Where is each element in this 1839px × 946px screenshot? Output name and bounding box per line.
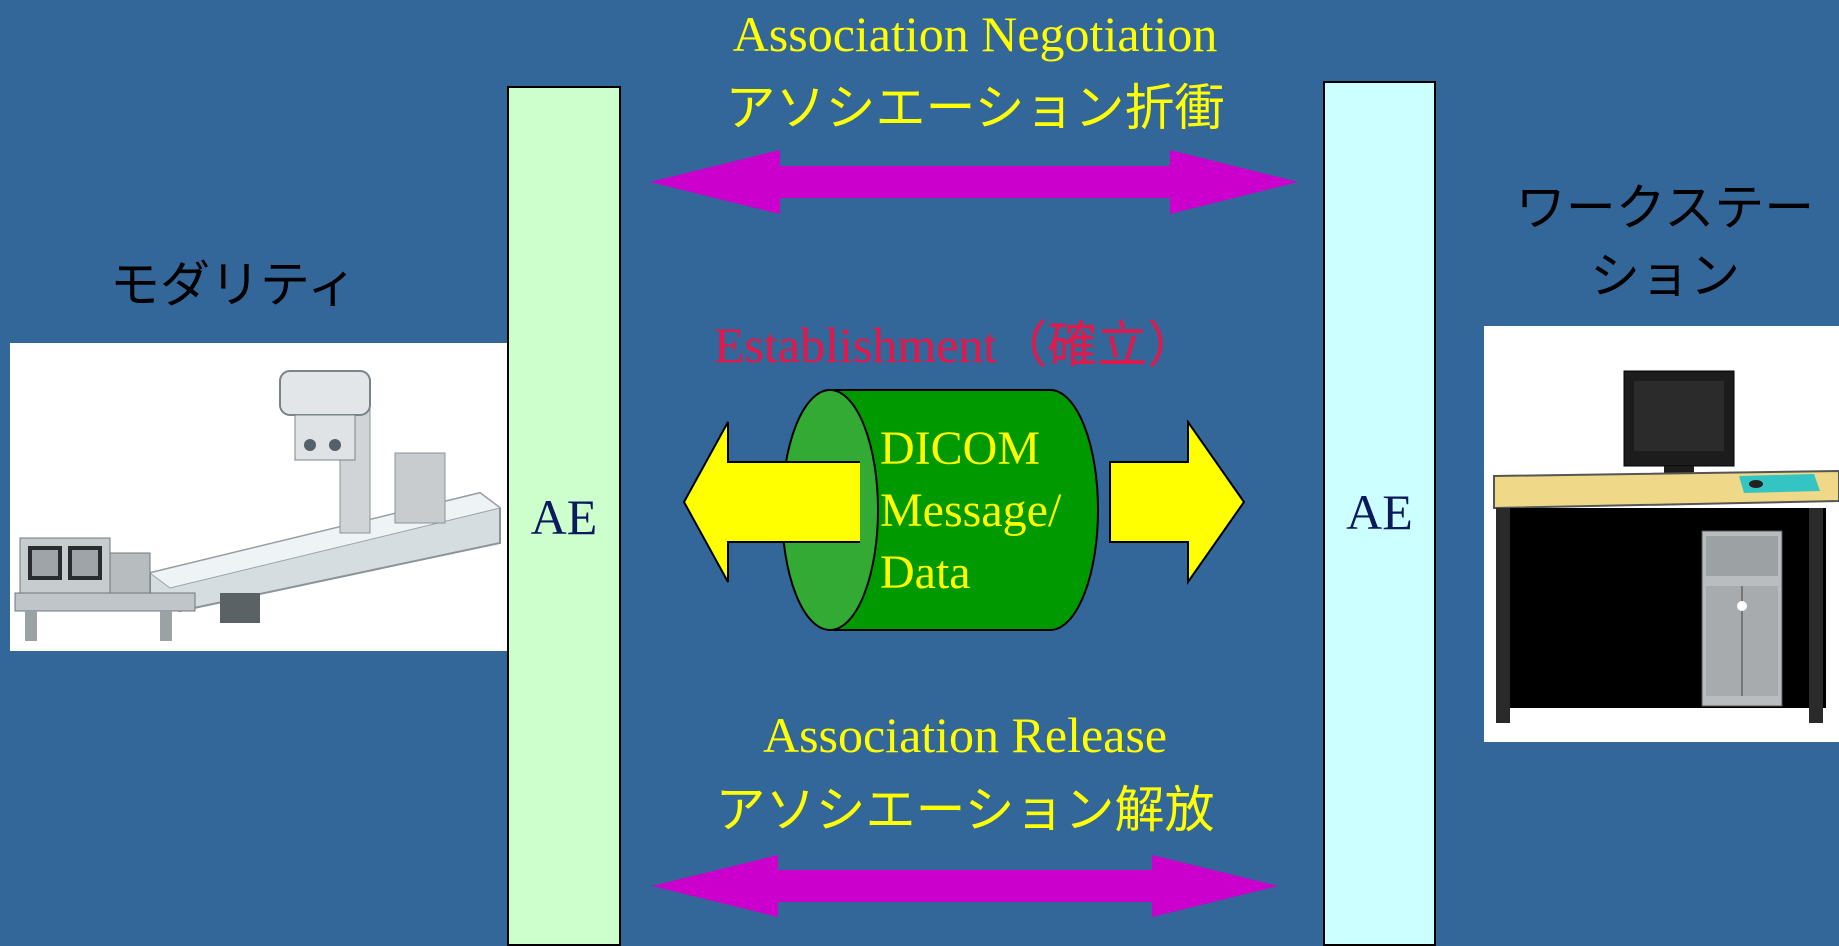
release-title-en: Association Release (762, 707, 1168, 763)
establishment-label: Establishment（確立） (714, 317, 1198, 373)
dicom-line2: Message/ (880, 484, 1062, 537)
negotiation-title-en: Association Negotiation (732, 6, 1218, 62)
release-double-arrow (652, 855, 1278, 917)
ae-right-label: AE (1346, 484, 1413, 540)
modality-label: モダリティ (110, 256, 357, 314)
dicom-line3: Data (880, 546, 971, 599)
workstation-label-line2: ション (1590, 247, 1740, 305)
ae-left-label: AE (530, 489, 598, 545)
workstation-label-line1: ワークステー (1515, 179, 1815, 237)
workstation-label: ワークステー ション (1500, 168, 1830, 308)
release-title-jp: アソシエーション解放 (715, 781, 1215, 839)
ae-left-bar: AE (507, 86, 621, 946)
arrow-shaft-overlap (780, 462, 860, 542)
ae-right-bar: AE (1323, 81, 1436, 946)
outbound-block-arrow (1109, 420, 1246, 585)
dicom-line1: DICOM (880, 422, 1041, 475)
workstation-image (1484, 326, 1839, 742)
computer-desk-icon (1484, 326, 1839, 742)
dicom-message-text: DICOM Message/ Data (880, 418, 1061, 604)
negotiation-title-jp: アソシエーション折衝 (725, 79, 1225, 137)
negotiation-double-arrow (650, 150, 1298, 214)
modality-image (10, 343, 508, 651)
xray-equipment-icon (10, 343, 508, 651)
dicom-message-cylinder (780, 389, 1099, 631)
